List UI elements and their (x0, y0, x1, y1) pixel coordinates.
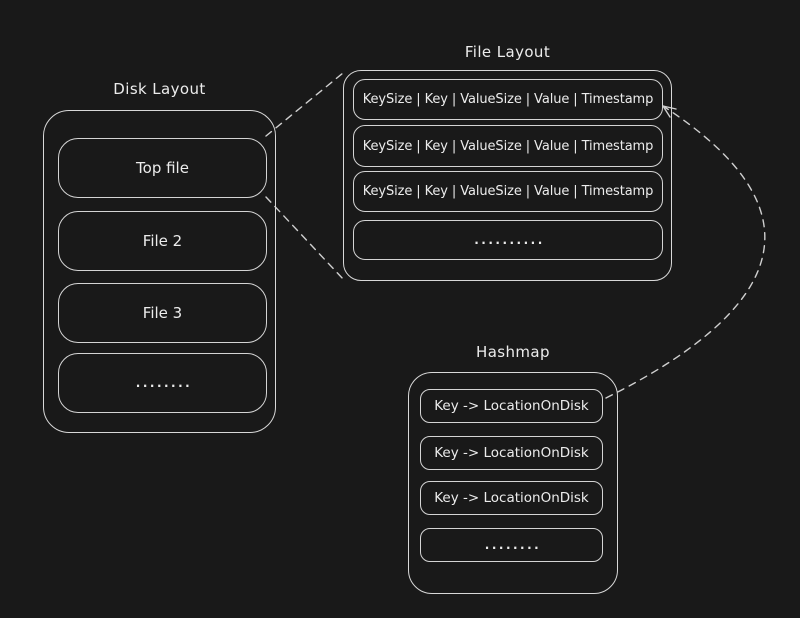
disk-row-top-file: Top file (58, 138, 267, 198)
disk-row-file-3: File 3 (58, 283, 267, 343)
file-record-ellipsis: .......... (353, 220, 663, 260)
disk-row-ellipsis: ........ (58, 353, 267, 413)
file-record-row: KeySize | Key | ValueSize | Value | Time… (353, 171, 663, 212)
disk-layout-box (43, 110, 276, 433)
connector-topfile-to-filelayout-top (265, 72, 344, 137)
file-layout-box (343, 70, 672, 281)
connector-topfile-to-filelayout-bottom (265, 196, 345, 281)
hashmap-title: Hashmap (476, 343, 550, 361)
file-record-row: KeySize | Key | ValueSize | Value | Time… (353, 79, 663, 120)
hashmap-entry-ellipsis: ........ (420, 528, 603, 562)
file-record-row: KeySize | Key | ValueSize | Value | Time… (353, 125, 663, 167)
hashmap-entry-row: Key -> LocationOnDisk (420, 481, 603, 515)
file-layout-title: File Layout (464, 43, 551, 61)
disk-layout-title: Disk Layout (113, 80, 206, 98)
hashmap-entry-row: Key -> LocationOnDisk (420, 436, 603, 470)
hashmap-entry-row: Key -> LocationOnDisk (420, 389, 603, 423)
disk-row-file-2: File 2 (58, 211, 267, 271)
hashmap-box (408, 372, 618, 594)
